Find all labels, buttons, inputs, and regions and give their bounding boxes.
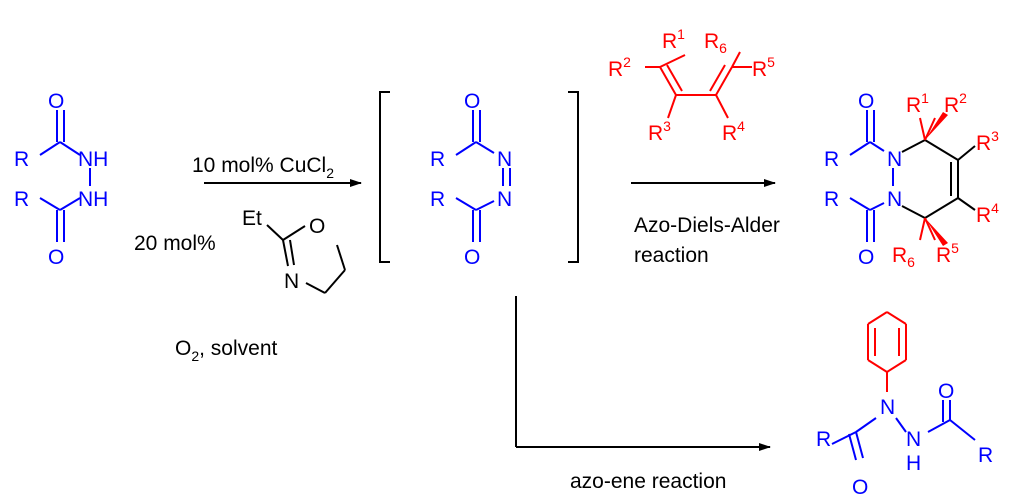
atom-nh: NH [78,188,108,211]
atom-r: R [824,188,839,211]
diene-r3: R3 [648,118,671,145]
atom-o: O [938,380,954,403]
atom-o: O [48,246,64,269]
atom-n: N [284,270,299,293]
azo-ene-label: azo-ene reaction [570,470,726,493]
oxidant-label: O2, solvent [175,337,278,364]
azo-diels-alder-label: Azo-Diels-Alder [634,214,780,237]
starting-hydrazide [39,110,91,242]
product-r5: R5 [936,240,959,267]
diene-r2: R2 [608,54,631,81]
product-r1: R1 [906,90,929,117]
atom-h: H [906,452,921,475]
diene-r6: R6 [704,30,727,56]
atom-o: O [464,90,480,113]
azodicarbonyl-intermediate [455,110,511,242]
diene-reagent [645,51,752,119]
atom-o: O [858,90,874,113]
atom-r: R [430,148,445,171]
atom-r: R [14,188,29,211]
atom-r: R [978,444,993,467]
atom-o: O [858,246,874,269]
atom-n: N [880,396,895,419]
diene-r1: R1 [662,26,685,53]
atom-o: O [464,246,480,269]
atom-et: Et [242,207,262,230]
ligand-amount-label: 20 mol% [134,232,216,255]
atom-nh: NH [78,148,108,171]
atom-r: R [14,148,29,171]
azo-diels-alder-label-2: reaction [634,244,709,267]
product-r2: R2 [944,90,967,117]
diene-r4: R4 [722,118,745,145]
stereo-wedge [925,112,948,140]
atom-n: N [497,188,512,211]
stereo-wedge [925,218,948,246]
atom-r: R [430,188,445,211]
diene-r5: R5 [752,54,775,81]
atom-o: O [852,476,868,499]
atom-n: N [497,148,512,171]
atom-n: N [906,428,921,451]
atom-n: N [887,148,902,171]
catalyst-label: 10 mol% CuCl2 [192,154,334,181]
product-r4: R4 [976,200,999,227]
intermediate-brackets [379,91,579,263]
oxazoline-ligand [266,224,346,294]
product-r6: R6 [892,244,915,270]
atom-o: O [309,215,325,238]
product-r3: R3 [976,128,999,155]
atom-r: R [824,148,839,171]
ene-product [831,311,976,461]
atom-o: O [48,90,64,113]
diels-alder-product [849,110,976,242]
atom-r: R [816,428,831,451]
atom-n: N [887,188,902,211]
